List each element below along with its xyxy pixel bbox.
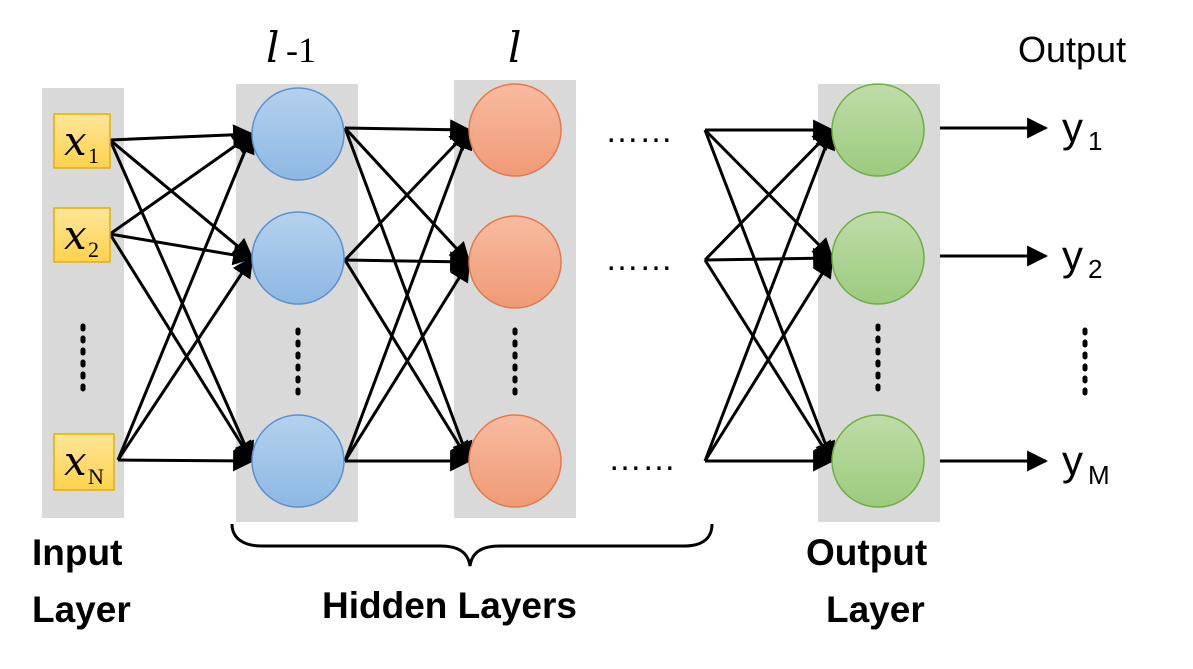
output-y-m: y xyxy=(1062,437,1083,484)
edge-0-2-0 xyxy=(116,132,255,461)
edge-0-1-1 xyxy=(109,232,255,266)
connection-arrows xyxy=(108,119,836,472)
hidden-curr-node-1 xyxy=(468,83,562,177)
prev-layer-suffix: -1 xyxy=(286,30,316,70)
output-heading: Output xyxy=(1018,29,1126,70)
edge-2-1-1 xyxy=(704,247,835,269)
input-layer-label-line2: Layer xyxy=(32,589,131,630)
edge-0-0-1 xyxy=(109,138,254,260)
output-layer-label-line1: Output xyxy=(806,532,927,573)
input-symbol: x xyxy=(64,213,87,259)
output-layer-label-line2: Layer xyxy=(826,589,925,630)
prev-layer-symbol: l xyxy=(266,23,279,72)
output-y-1: y xyxy=(1062,104,1083,151)
input-subscript: 1 xyxy=(88,143,99,168)
hidden-prev-node-n xyxy=(251,414,345,508)
output-node-2 xyxy=(831,211,925,305)
hidden-prev-node-1 xyxy=(251,87,345,181)
edge-0-0-0 xyxy=(109,124,255,146)
output-y-2-subscript: 2 xyxy=(1088,254,1102,284)
edge-0-1-0 xyxy=(109,132,254,236)
input-node-n: x N xyxy=(53,433,115,491)
hidden-layers-brace xyxy=(230,523,714,567)
input-layer-label-line1: Input xyxy=(32,532,122,573)
edge-2-2-1 xyxy=(703,256,834,462)
curr-layer-symbol: l xyxy=(508,23,521,72)
edge-1-2-0 xyxy=(343,128,473,462)
hidden-curr-node-n xyxy=(468,414,562,508)
input-subscript: 2 xyxy=(88,237,99,262)
edge-0-0-2 xyxy=(108,139,254,463)
output-y-m-subscript: M xyxy=(1088,460,1110,490)
edge-0-2-1 xyxy=(116,256,254,461)
output-node-1 xyxy=(831,83,925,177)
hidden-prev-node-2 xyxy=(251,211,345,305)
edge-2-2-0 xyxy=(703,128,836,462)
edge-1-2-1 xyxy=(343,260,471,462)
edge-1-0-0 xyxy=(344,119,472,141)
input-symbol: x xyxy=(64,439,87,485)
hidden-curr-node-2 xyxy=(468,215,562,309)
edge-0-2-2 xyxy=(117,450,255,472)
edge-2-1-0 xyxy=(703,128,834,262)
output-y-1-subscript: 1 xyxy=(1088,126,1102,156)
input-node-2: x 2 xyxy=(53,207,111,263)
hidden-layers-label: Hidden Layers xyxy=(322,585,577,626)
input-node-1: x 1 xyxy=(53,113,111,169)
output-node-m xyxy=(831,414,925,508)
edge-1-1-0 xyxy=(343,128,471,262)
input-symbol: x xyxy=(64,119,87,165)
edge-1-1-1 xyxy=(344,251,472,273)
input-subscript: N xyxy=(88,464,104,489)
edge-0-1-2 xyxy=(108,233,254,463)
horizontal-ellipsis-2: …… xyxy=(605,240,673,278)
horizontal-ellipsis-3: …… xyxy=(608,440,676,478)
horizontal-ellipsis-1: …… xyxy=(605,112,673,150)
output-y-2: y xyxy=(1062,232,1083,279)
